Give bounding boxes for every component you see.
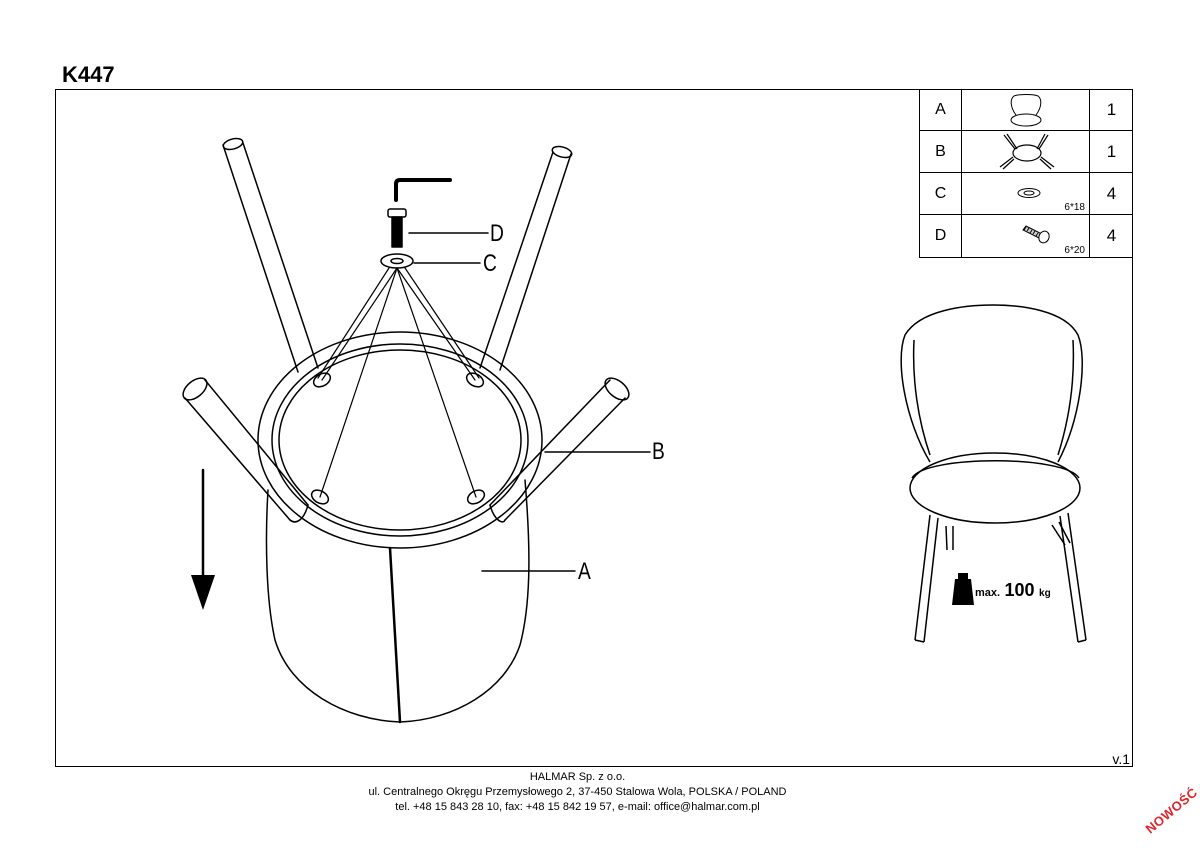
part-qty: 4 [1106, 226, 1117, 245]
seat-ring-outer [257, 331, 543, 549]
bolt-d [387, 208, 407, 248]
part-qty: 4 [1106, 183, 1117, 203]
assembly-guide-lines [317, 267, 480, 498]
direction-arrow-head [191, 575, 215, 610]
company-contact: tel. +48 15 843 28 10, fax: +48 15 842 1… [395, 801, 760, 813]
part-size: 6*18 [1064, 202, 1085, 213]
parts-row-b: B 1 [920, 131, 1133, 173]
callout-label-b: B [652, 438, 665, 465]
assembled-chair-illustration [900, 304, 1087, 643]
model-code: K447 [62, 62, 115, 87]
max-load-unit: kg [1039, 588, 1051, 599]
instruction-frame [55, 89, 1133, 767]
seat-shell-seam [388, 546, 402, 724]
max-load-value: 100 [1004, 580, 1035, 600]
seat-ring-inner [271, 343, 529, 537]
part-letter: C [920, 173, 962, 214]
washer-icon [1017, 188, 1041, 198]
chair-seat-icon [1010, 94, 1042, 127]
chair-legs-frame-icon [999, 133, 1055, 170]
callout-label-d: D [490, 220, 504, 247]
max-load-label: max. 100 kg [975, 580, 1051, 601]
company-address: ul. Centralnego Okręgu Przemysłowego 2, … [368, 786, 787, 798]
part-picture: 6*18 [962, 173, 1090, 214]
leg-back-left [222, 137, 319, 373]
parts-row-d: D 6*20 4 [920, 215, 1133, 257]
part-qty: 1 [1106, 99, 1117, 119]
part-picture [962, 89, 1090, 130]
max-load-prefix: max. [975, 587, 1001, 599]
parts-row-a: A 1 [920, 89, 1133, 131]
weight-icon [952, 573, 974, 605]
part-qty: 1 [1106, 141, 1117, 161]
leg-front-right [489, 377, 630, 523]
parts-table: A 1 B 1 C [919, 89, 1133, 258]
part-letter: A [920, 89, 962, 130]
company-footer: HALMAR Sp. z o.o. ul. Centralnego Okręgu… [0, 770, 1155, 815]
hex-key [394, 178, 452, 202]
callout-label-a: A [578, 558, 591, 585]
part-letter: D [920, 215, 962, 257]
part-picture: 6*20 [962, 215, 1090, 257]
part-picture [962, 131, 1090, 172]
leg-back-right [479, 145, 573, 371]
washer-c [380, 253, 414, 269]
parts-row-c: C 6*18 4 [920, 173, 1133, 215]
part-letter: B [920, 131, 962, 172]
version-label: v.1 [1112, 751, 1130, 767]
company-name: HALMAR Sp. z o.o. [529, 771, 626, 783]
mounting-slots [310, 372, 486, 505]
bolt-icon [1022, 225, 1050, 244]
callout-label-c: C [483, 250, 497, 277]
leg-front-left [182, 377, 309, 523]
part-size: 6*20 [1064, 245, 1085, 256]
